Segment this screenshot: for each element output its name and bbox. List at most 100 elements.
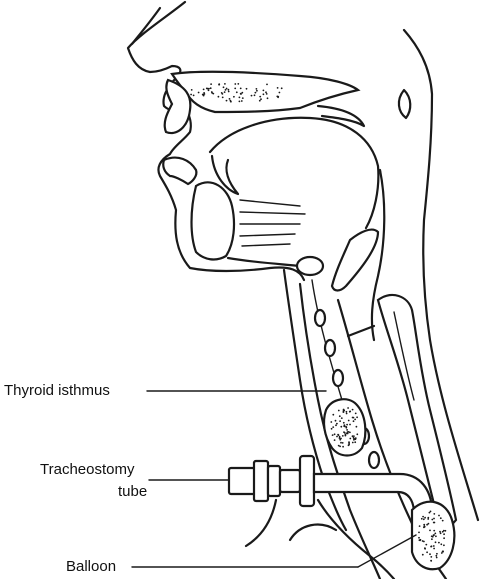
stipple-dot (265, 91, 267, 93)
stipple-dot (266, 84, 268, 86)
sternal-curve (290, 525, 336, 540)
stipple-dot (193, 95, 195, 97)
stipple-dot (239, 101, 241, 103)
stipple-dot (342, 442, 344, 444)
stipple-dot (423, 541, 425, 543)
epiglottis (332, 230, 378, 291)
stipple-dot (277, 87, 279, 89)
stipple-dot (430, 511, 432, 513)
stipple-dot (355, 437, 357, 439)
stipple-dot (218, 83, 220, 85)
stipple-dot (439, 531, 441, 533)
stipple-dot (241, 100, 243, 102)
stipple-dot (222, 97, 224, 99)
stipple-dot (418, 532, 420, 534)
stipple-dot (226, 88, 228, 90)
stipple-dot (340, 442, 342, 444)
stipple-dot (223, 86, 225, 88)
stipple-dot (430, 560, 432, 562)
soft-palate (318, 106, 364, 126)
stipple-dot (349, 411, 351, 413)
stipple-dot (256, 90, 258, 92)
stipple-dot (352, 409, 354, 411)
stipple-dot (339, 420, 341, 422)
stipple-dot (355, 413, 357, 415)
stipple-dot (332, 434, 334, 436)
hard-palate (172, 72, 358, 112)
stipple-dot (440, 532, 442, 534)
stipple-dot (348, 444, 350, 446)
stipple-dot (440, 543, 442, 545)
stipple-dot (433, 545, 435, 547)
stipple-dot (242, 97, 244, 99)
stipple-dot (343, 409, 345, 411)
stipple-dot (336, 436, 338, 438)
stipple-dot (240, 88, 242, 90)
stipple-dot (346, 424, 348, 426)
lower-lip (163, 158, 196, 184)
stipple-dot (339, 415, 341, 417)
stipple-dot (256, 88, 258, 90)
oral-cavity-roof (210, 118, 378, 228)
stipple-dot (277, 96, 279, 98)
stipple-dot (260, 98, 262, 100)
stipple-dot (246, 88, 248, 90)
stipple-dot (349, 438, 351, 440)
stipple-dot (343, 411, 345, 413)
stipple-dot (425, 544, 427, 546)
stipple-dot (334, 433, 336, 435)
stipple-dot (342, 446, 344, 448)
stipple-dot (345, 435, 347, 437)
stipple-dot (433, 548, 435, 550)
stipple-dot (339, 439, 341, 441)
stipple-dot (443, 544, 445, 546)
stipple-dot (228, 89, 230, 91)
stipple-dot (356, 416, 358, 418)
stipple-dot (255, 92, 257, 94)
stipple-dot (418, 537, 420, 539)
stipple-dot (338, 434, 340, 436)
stipple-dot (436, 553, 438, 555)
stipple-dot (279, 92, 281, 94)
stipple-dot (259, 96, 261, 98)
stipple-dot (344, 424, 346, 426)
stipple-dot (259, 100, 261, 102)
stipple-dot (339, 436, 341, 438)
stipple-dot (233, 96, 235, 98)
nasopharynx-ridge (399, 90, 410, 118)
stipple-dot (356, 433, 358, 435)
stipple-dot (240, 93, 242, 95)
stipple-dot (335, 420, 337, 422)
stipple-dot (281, 87, 283, 89)
tube-tie (246, 500, 276, 546)
stipple-dot (433, 522, 435, 524)
stipple-dot (352, 417, 354, 419)
stipple-dot (443, 533, 445, 535)
stipple-dot (224, 83, 226, 85)
balloon-label: Balloon (66, 558, 116, 575)
stipple-dot (438, 515, 440, 517)
stipple-dot (241, 92, 243, 94)
stipple-dot (208, 89, 210, 91)
stipple-dot (426, 524, 428, 526)
stipple-dot (443, 537, 445, 539)
tongue-surface-lines (240, 200, 305, 246)
stipple-dot (210, 87, 212, 89)
stipple-dot (432, 536, 434, 538)
tracheostomy-label-line1: Tracheostomy (40, 461, 134, 478)
stipple-dot (431, 538, 433, 540)
stipple-dot (423, 524, 425, 526)
stipple-dot (224, 91, 226, 93)
stipple-dot (343, 431, 345, 433)
stipple-dot (340, 426, 342, 428)
stipple-dot (433, 518, 435, 520)
stipple-dot (442, 520, 444, 522)
stipple-dot (436, 557, 438, 559)
nostril-line (132, 8, 160, 44)
stipple-dot (218, 96, 220, 98)
stipple-dot (429, 553, 431, 555)
stipple-dot (433, 513, 435, 515)
stipple-dot (423, 525, 425, 527)
stipple-dot (210, 83, 212, 85)
